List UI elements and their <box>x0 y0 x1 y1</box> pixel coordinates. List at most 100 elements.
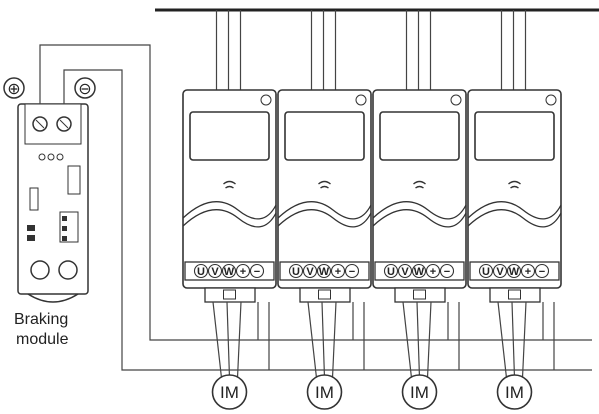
motor-circle <box>401 374 438 410</box>
terminal-5 <box>534 263 550 279</box>
terminal-1 <box>288 263 304 279</box>
terminal-label: V <box>401 266 409 278</box>
wifi-logo-icon <box>508 180 521 189</box>
motor-lead-w <box>426 301 432 379</box>
braking-module-label-line1: Braking <box>14 311 68 328</box>
motor-lead-v <box>226 301 231 379</box>
terminal-3 <box>506 263 522 279</box>
drive-display <box>379 111 460 161</box>
terminal-screw-bottom-right <box>58 260 78 280</box>
terminal-label: − <box>539 266 545 278</box>
terminal-4 <box>330 263 346 279</box>
motor-lead-u <box>497 301 508 379</box>
terminal-label: U <box>482 266 490 278</box>
motor-lead-w <box>331 301 337 379</box>
drive-screw <box>450 94 462 106</box>
gland-clip <box>318 289 331 300</box>
gland-clip <box>413 289 426 300</box>
motor-lead-v <box>416 301 421 379</box>
terminal-1 <box>193 263 209 279</box>
terminal-4 <box>425 263 441 279</box>
terminal-4 <box>235 263 251 279</box>
terminal-label: + <box>335 266 341 278</box>
wifi-logo-icon <box>318 180 331 189</box>
plus-symbol: ⊕ <box>7 81 20 98</box>
motor-label: IM <box>505 383 524 402</box>
drive-screw <box>260 94 272 106</box>
motor-label: IM <box>220 383 239 402</box>
terminal-2 <box>492 263 508 279</box>
terminal-3 <box>221 263 237 279</box>
drive-wave-line <box>182 201 277 220</box>
plus-symbol-circle <box>3 77 25 99</box>
terminal-label: U <box>387 266 395 278</box>
drive-display <box>474 111 555 161</box>
terminal-label: W <box>509 266 520 278</box>
drive-screw <box>355 94 367 106</box>
drive-wave-line <box>277 209 372 228</box>
terminal-label: V <box>211 266 219 278</box>
motor-label: IM <box>410 383 429 402</box>
terminal-label: U <box>292 266 300 278</box>
drive-wave-line <box>467 209 562 228</box>
drive-wave-line <box>182 209 277 228</box>
dc-bus-wires <box>39 44 592 371</box>
braking-module <box>17 103 89 303</box>
terminal-screw-bottom-left <box>30 260 50 280</box>
terminal-label: + <box>525 266 531 278</box>
motor-lead-v <box>321 301 326 379</box>
terminal-1 <box>383 263 399 279</box>
terminal-1 <box>478 263 494 279</box>
drive-wave-line <box>372 201 467 220</box>
terminal-label: V <box>496 266 504 278</box>
motor-circle <box>211 374 248 410</box>
terminal-label: + <box>240 266 246 278</box>
terminal-2 <box>302 263 318 279</box>
drive-wave-line <box>467 201 562 220</box>
motor-circle <box>306 374 343 410</box>
motor-lead-u <box>402 301 413 379</box>
motor-circle <box>496 374 533 410</box>
motor-label: IM <box>315 383 334 402</box>
gland-clip <box>223 289 236 300</box>
terminal-label: W <box>224 266 235 278</box>
terminal-4 <box>520 263 536 279</box>
terminal-5 <box>439 263 455 279</box>
motor-lead-v <box>511 301 516 379</box>
terminal-label: − <box>444 266 450 278</box>
minus-symbol: ⊖ <box>78 81 91 98</box>
drive-display <box>189 111 270 161</box>
gland-clip <box>508 289 521 300</box>
drive-wave-line <box>372 209 467 228</box>
terminal-2 <box>397 263 413 279</box>
terminal-label: W <box>414 266 425 278</box>
motor-lead-u <box>212 301 223 379</box>
wifi-logo-icon <box>223 180 236 189</box>
motor-lead-w <box>521 301 527 379</box>
terminal-label: + <box>430 266 436 278</box>
terminal-label: − <box>254 266 260 278</box>
terminal-label: − <box>349 266 355 278</box>
terminal-label: U <box>197 266 205 278</box>
terminal-3 <box>316 263 332 279</box>
motor-lead-w <box>236 301 242 379</box>
terminal-label: W <box>319 266 330 278</box>
minus-symbol-circle <box>74 77 96 99</box>
braking-module-label-line2: module <box>16 331 69 348</box>
drive-display <box>284 111 365 161</box>
drive-wave-line <box>277 201 372 220</box>
terminal-3 <box>411 263 427 279</box>
terminal-2 <box>207 263 223 279</box>
terminal-5 <box>344 263 360 279</box>
motor-lead-u <box>307 301 318 379</box>
drive-screw <box>545 94 557 106</box>
wifi-logo-icon <box>413 180 426 189</box>
terminal-5 <box>249 263 265 279</box>
terminal-label: V <box>306 266 314 278</box>
